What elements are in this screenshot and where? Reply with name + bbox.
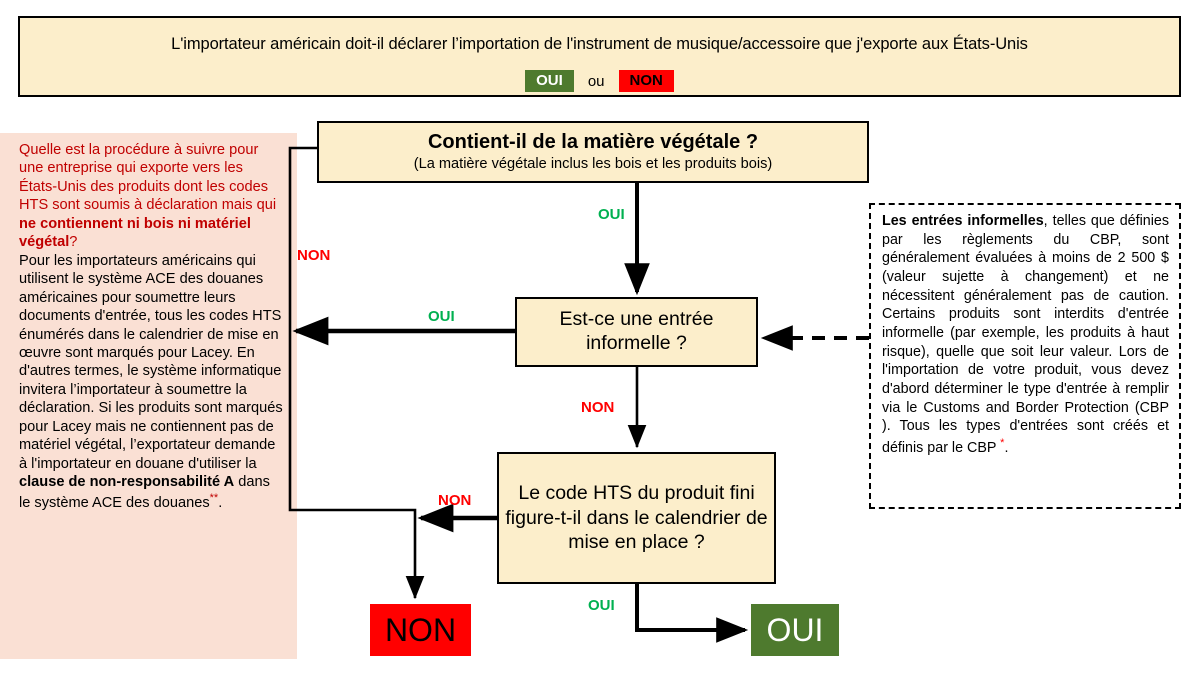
decision-box-code-hts[interactable]: Le code HTS du produit fini figure-t-il …: [497, 452, 776, 584]
edge-vegetal-no: [288, 146, 425, 600]
terminal-oui[interactable]: OUI: [751, 604, 839, 656]
header-separator-label: ou: [587, 72, 605, 90]
decision-box-entree-informelle[interactable]: Est-ce une entrée informelle ?: [515, 297, 758, 367]
edge-label-informelle-yes: OUI: [428, 308, 455, 325]
left-panel-body-part2: dans le système ACE des douanes: [19, 474, 270, 511]
edge-label-hts-no: NON: [438, 492, 472, 509]
left-explanation-panel: Quelle est la procédure à suivre pour un…: [0, 133, 297, 659]
left-panel-body-part1: Pour les importateurs américains qui uti…: [19, 252, 283, 472]
left-panel-question: Quelle est la procédure à suivre pour un…: [19, 141, 283, 252]
terminal-non[interactable]: NON: [370, 604, 471, 656]
edge-label-vegetal-no: NON: [297, 247, 331, 264]
decision-box-hts-title: Le code HTS du produit fini figure-t-il …: [505, 481, 768, 554]
decision-box-vegetal-subtitle: (La matière végétale inclus les bois et …: [413, 156, 773, 173]
left-panel-footnote-marker: **: [209, 491, 219, 504]
header-question-text: L'importateur américain doit-il déclarer…: [171, 35, 1028, 53]
left-panel-body-bold: clause de non-responsabilité A: [19, 474, 235, 491]
informal-entries-footnote-marker: *: [1000, 436, 1005, 449]
left-panel-question-part2: ?: [69, 234, 78, 251]
informal-entries-note-text: Les entrées informelles, telles que défi…: [882, 212, 1169, 457]
left-panel-question-bold: ne contiennent ni bois ni matériel végét…: [19, 215, 251, 251]
header-badge-non[interactable]: NON: [618, 70, 674, 93]
edge-label-vegetal-yes: OUI: [598, 206, 625, 223]
informal-entries-note-body: , telles que définies par les règlements…: [882, 213, 1169, 456]
decision-box-informelle-title: Est-ce une entrée informelle ?: [559, 308, 714, 354]
header-badge-oui[interactable]: OUI: [525, 70, 574, 93]
left-panel-question-part1: Quelle est la procédure à suivre pour un…: [19, 142, 277, 214]
informal-entries-note: Les entrées informelles, telles que défi…: [869, 203, 1181, 509]
left-panel-body-end: .: [218, 494, 223, 511]
header-question-box: L'importateur américain doit-il déclarer…: [18, 16, 1181, 97]
edge-label-hts-yes: OUI: [588, 597, 615, 614]
edge-label-informelle-no: NON: [581, 399, 615, 416]
edge-hts-yes: [635, 584, 749, 643]
informal-entries-note-end: .: [1004, 439, 1009, 456]
decision-box-contient-matiere-vegetale[interactable]: Contient-il de la matière végétale ? (La…: [317, 121, 869, 183]
decision-box-vegetal-title: Contient-il de la matière végétale ?: [427, 131, 759, 154]
informal-entries-note-lead: Les entrées informelles: [882, 213, 1044, 229]
left-panel-body: Pour les importateurs américains qui uti…: [19, 252, 283, 512]
header-answer-choices: OUI ou NON: [20, 70, 1179, 93]
